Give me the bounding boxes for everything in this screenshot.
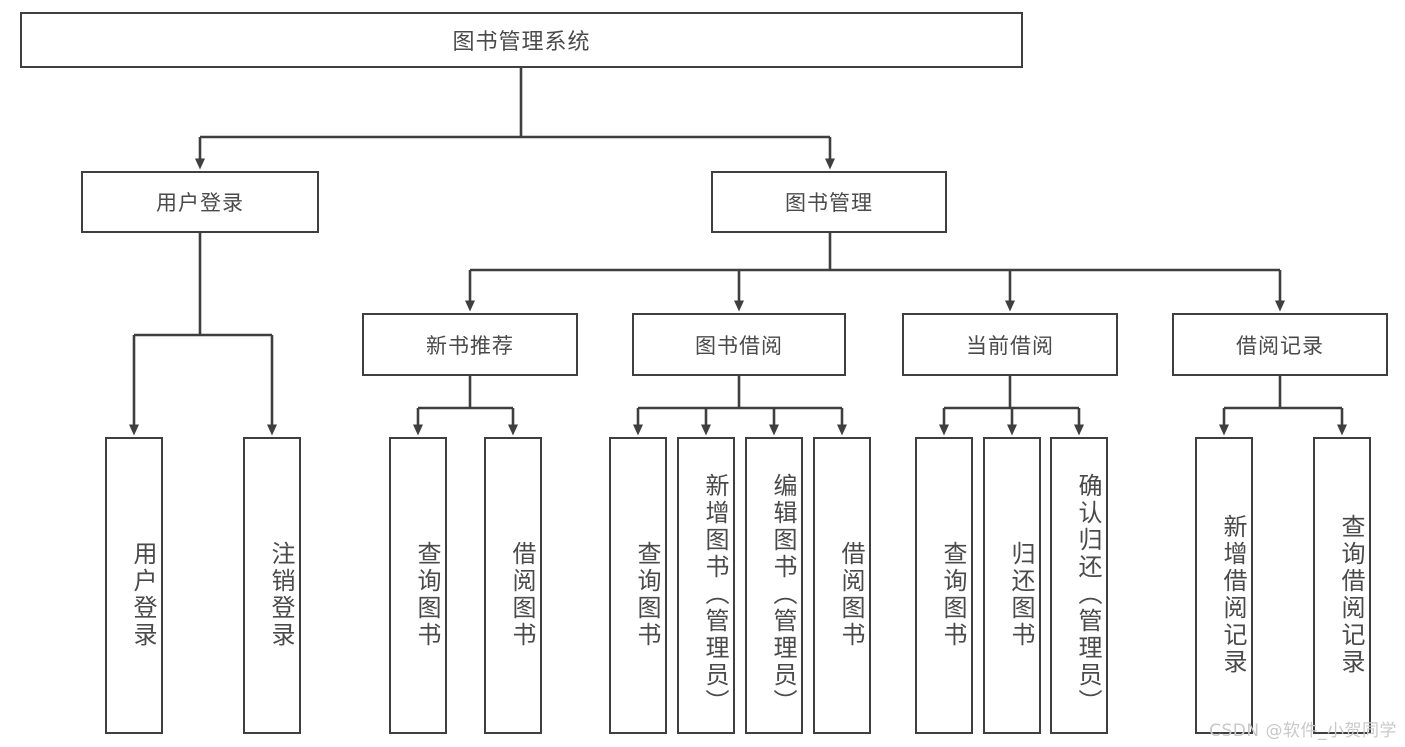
node-root-system[interactable]: 图书管理系统: [20, 12, 1023, 68]
leaf-book-borrow-edit[interactable]: 编辑图书（管理员）: [745, 437, 803, 734]
leaf-current-borrow-confirm-return[interactable]: 确认归还（管理员）: [1050, 437, 1108, 734]
leaf-borrow-record-query[interactable]: 查询借阅记录: [1313, 437, 1371, 734]
leaf-current-borrow-return[interactable]: 归还图书: [983, 437, 1041, 734]
leaf-book-borrow-add[interactable]: 新增图书（管理员）: [677, 437, 735, 734]
leaf-new-book-query[interactable]: 查询图书: [389, 437, 447, 734]
csdn-watermark: CSDN @软件_小贺同学: [1209, 721, 1397, 741]
node-borrow-record[interactable]: 借阅记录: [1172, 313, 1388, 376]
leaf-user-login-signout[interactable]: 注销登录: [243, 437, 301, 734]
node-book-management[interactable]: 图书管理: [711, 171, 947, 233]
leaf-book-borrow-query[interactable]: 查询图书: [609, 437, 667, 734]
leaf-borrow-record-add[interactable]: 新增借阅记录: [1195, 437, 1253, 734]
leaf-new-book-borrow[interactable]: 借阅图书: [484, 437, 542, 734]
leaf-user-login-signin[interactable]: 用户登录: [105, 437, 163, 734]
leaf-current-borrow-query[interactable]: 查询图书: [915, 437, 973, 734]
node-new-book-recommend[interactable]: 新书推荐: [362, 313, 578, 376]
leaf-book-borrow-lend[interactable]: 借阅图书: [813, 437, 871, 734]
node-user-login[interactable]: 用户登录: [81, 171, 319, 233]
node-current-borrow[interactable]: 当前借阅: [902, 313, 1118, 376]
node-book-borrow[interactable]: 图书借阅: [632, 313, 846, 376]
